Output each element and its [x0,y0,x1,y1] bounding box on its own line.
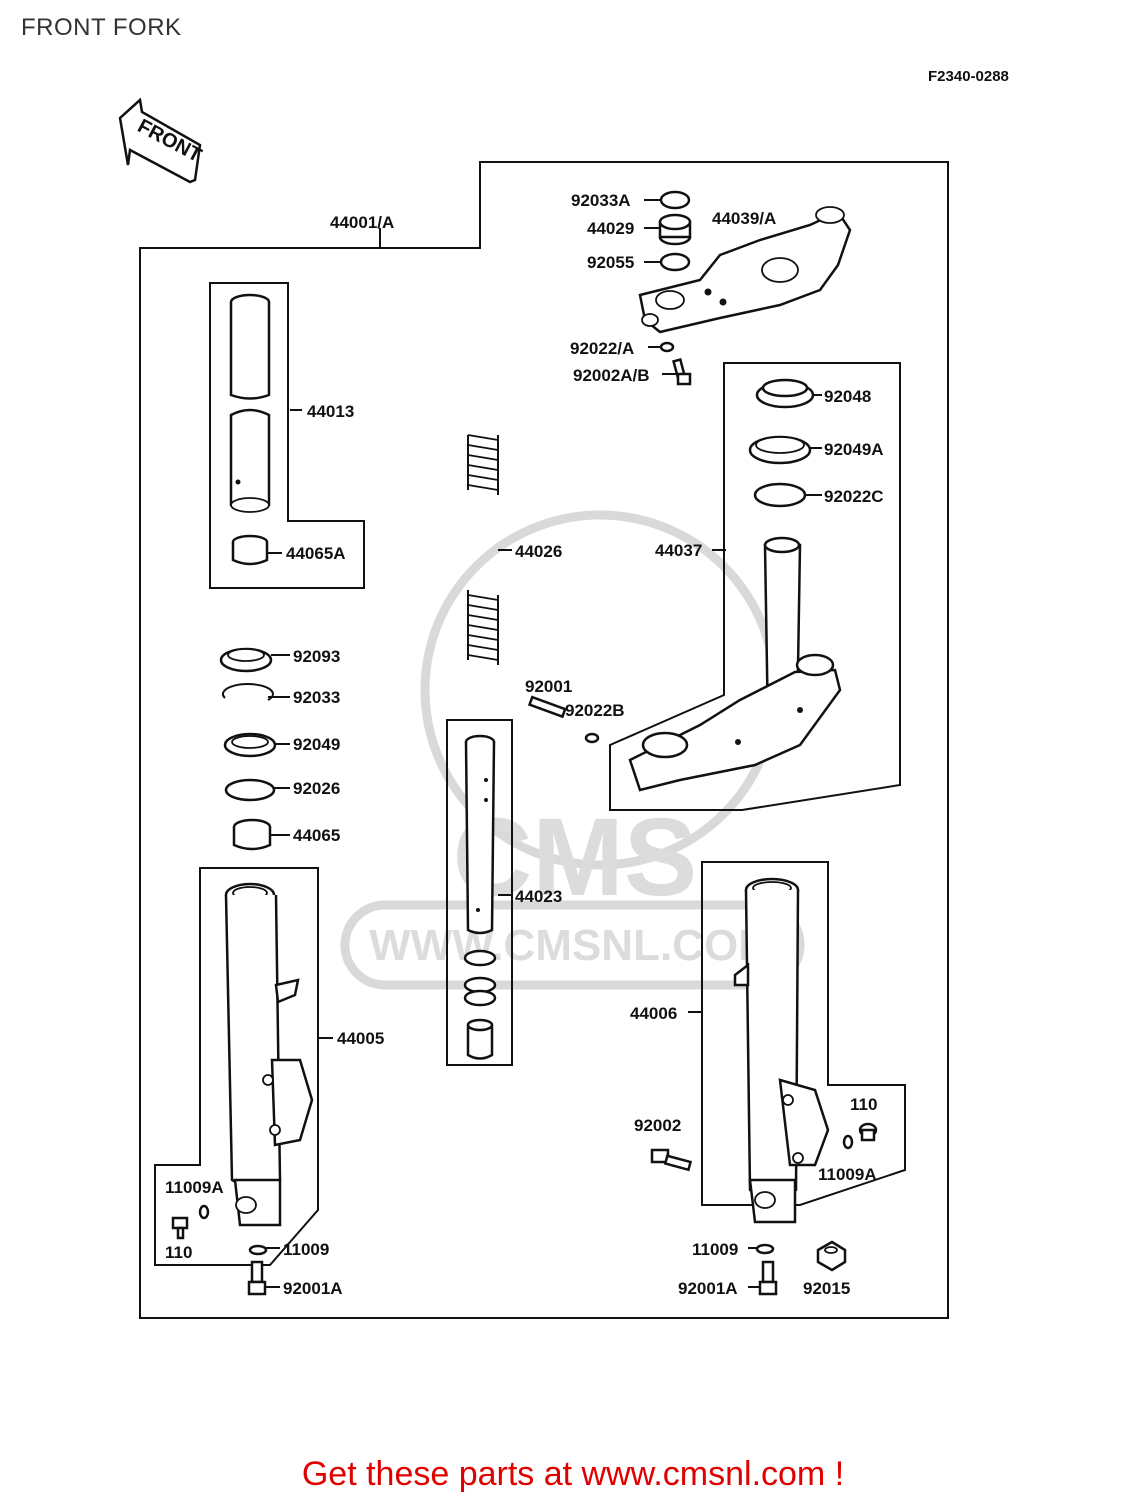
leader-lines [265,199,822,1288]
label-92001a-left: 92001A [283,1279,343,1298]
bolt-92002 [650,1148,693,1172]
label-92002ab: 92002A/B [573,366,650,385]
label-44001a: 44001/A [330,213,394,232]
label-92049a: 92049A [824,440,884,459]
front-direction-arrow: FRONT [118,97,205,184]
right-outer-tube [733,877,830,1224]
label-44039a: 44039/A [712,209,776,228]
cap-44029 [658,213,692,246]
label-92022c: 92022C [824,487,884,506]
bolt-92001 [527,695,567,719]
steering-stem-lower-clamp [628,536,842,792]
damper-rod [463,734,497,1060]
bolt-92002ab [672,358,692,386]
damper-group-box [446,719,513,1066]
ring-92033a [659,190,691,210]
washer-92026 [224,778,276,802]
washer-11009-right [755,1243,775,1255]
dust-seal-92093 [219,647,273,673]
washer-11009-left [248,1244,268,1256]
seal-92048 [755,378,815,409]
label-92022a: 92022/A [570,339,634,358]
label-44005: 44005 [337,1029,384,1048]
label-44013: 44013 [307,402,354,421]
label-44029: 44029 [587,219,634,238]
label-44023: 44023 [515,887,562,906]
footer-promo-link[interactable]: Get these parts at www.cmsnl.com ! [301,1455,845,1493]
page-title: FRONT FORK [21,14,182,41]
washer-11009a-left [198,1204,210,1220]
oil-seal-92049 [223,732,277,758]
label-11009a-right: 11009A [818,1165,877,1184]
label-92033a: 92033A [571,191,631,210]
left-outer-tube [224,882,314,1227]
label-44006: 44006 [630,1004,677,1023]
steering-stem-group-box [609,362,901,811]
label-110-right: 110 [850,1095,877,1114]
washer-92022a [659,341,675,353]
label-92022b: 92022B [565,701,625,720]
label-44037: 44037 [655,541,702,560]
label-92055: 92055 [587,253,634,272]
label-11009a-left: 11009A [165,1178,224,1197]
washer-11009a-right [842,1134,854,1150]
label-92048: 92048 [824,387,871,406]
fork-spring [467,434,499,665]
label-92001: 92001 [525,677,572,696]
nut-92015 [816,1240,847,1272]
label-92093: 92093 [293,647,340,666]
label-92026: 92026 [293,779,340,798]
label-92049: 92049 [293,735,340,754]
label-92002: 92002 [634,1116,681,1135]
label-44026: 44026 [515,542,562,561]
seal-92049a [748,435,812,465]
upper-triple-clamp [638,206,852,334]
allen-bolt-92001a-left [247,1260,267,1296]
bleed-screw-110-right [858,1122,878,1142]
label-11009-right: 11009 [692,1240,738,1259]
left-outer-tube-box [154,867,319,1266]
washer-92022c [753,482,807,508]
inner-tube-group-box [209,282,365,589]
label-92001a-right: 92001A [678,1279,738,1298]
label-44065a: 44065A [286,544,346,563]
inner-tube [229,293,271,513]
circlip-92033 [222,683,274,701]
allen-bolt-92001a-right [758,1260,778,1296]
watermark-url-text: WWW.CMSNL.COM [369,921,775,970]
right-outer-tube-box [701,861,906,1206]
washer-92022b [584,732,600,744]
label-92033: 92033 [293,688,340,707]
label-11009-left: 11009 [283,1240,329,1259]
label-92015: 92015 [803,1279,850,1298]
label-110-left: 110 [165,1243,192,1262]
ring-92055 [659,252,691,272]
bushing-44065a [231,534,269,566]
main-assembly-boundary [139,161,949,1319]
label-44065: 44065 [293,826,340,845]
bleed-screw-110-left [171,1216,189,1240]
bushing-44065 [232,818,272,851]
part-number-labels: 44001/A 92033A 44029 44039/A 92055 92022… [165,191,884,1298]
figure-code: F2340-0288 [928,68,1009,85]
